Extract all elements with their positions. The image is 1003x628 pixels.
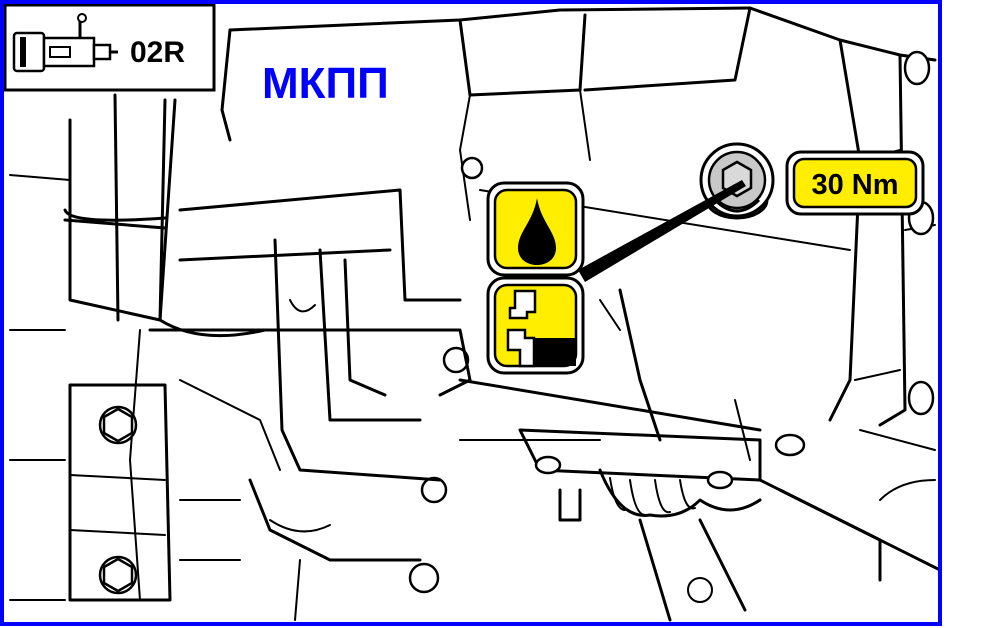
filler-plug	[699, 142, 775, 220]
header-box: 02R	[3, 3, 216, 92]
blue-frame	[0, 0, 942, 626]
oil-level-icon	[486, 276, 585, 375]
gearbox-icon	[12, 13, 118, 73]
gearbox-drawing	[9, 6, 942, 622]
torque-badge: 30 Nm	[785, 150, 925, 216]
oil-drop-icon	[486, 181, 585, 277]
transmission-code: 02R	[130, 36, 185, 69]
torque-value: 30 Nm	[811, 169, 898, 201]
page-title: МКПП	[262, 59, 389, 108]
leader-line	[578, 180, 746, 282]
